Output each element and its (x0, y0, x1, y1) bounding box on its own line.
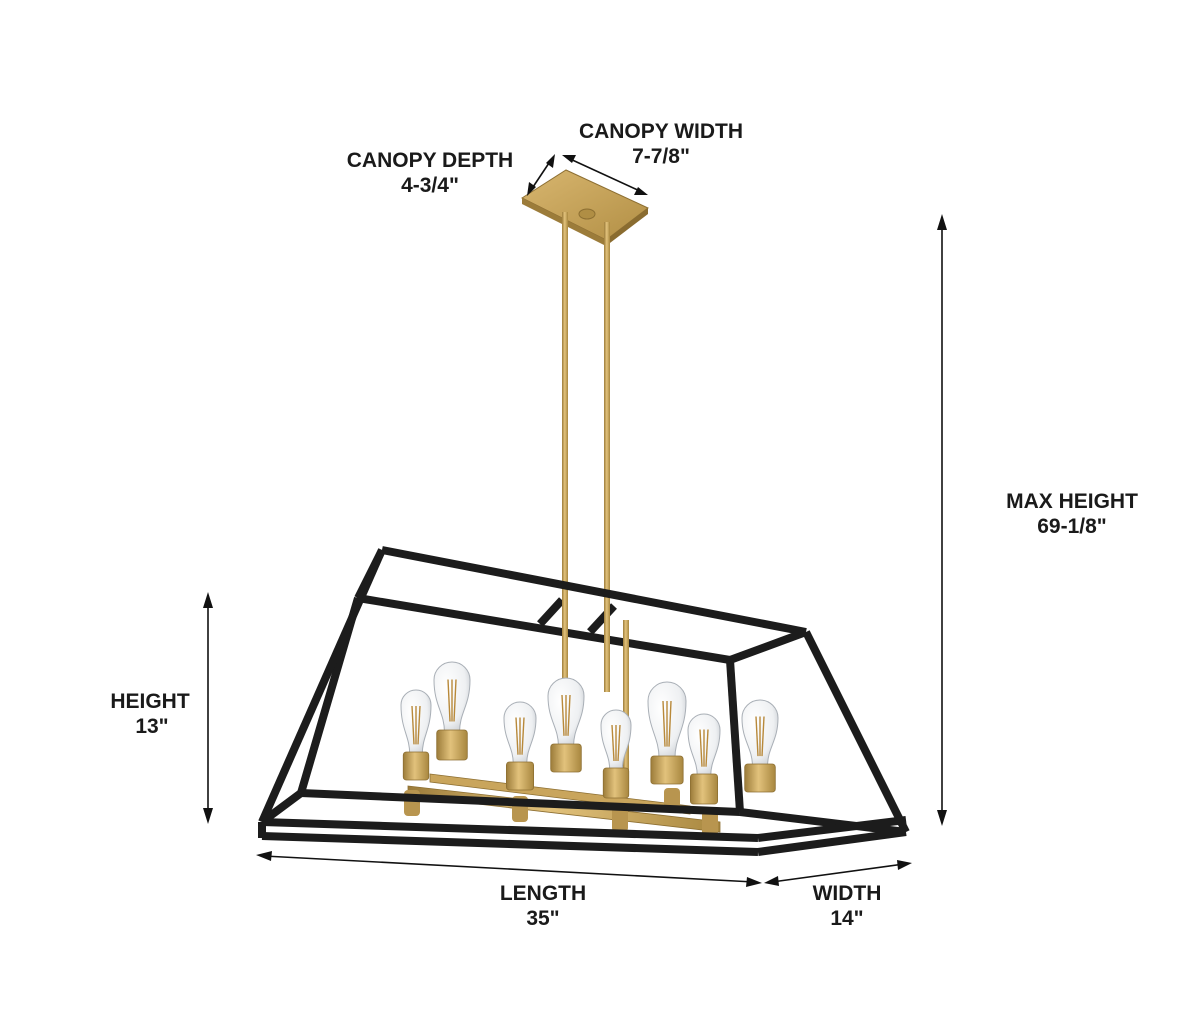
bulb-socket (744, 763, 776, 793)
bulb (400, 689, 432, 781)
bulb (433, 661, 471, 761)
bulb-filament (411, 705, 415, 745)
bulbs (400, 661, 779, 805)
bulb-filament (617, 724, 621, 762)
bulb-filament (662, 700, 666, 747)
bulb-socket (436, 729, 468, 761)
height-value: 13" (135, 715, 168, 738)
bulb (647, 681, 687, 785)
bulb (600, 709, 632, 799)
bulb (741, 699, 779, 793)
bulb-filament (453, 679, 457, 722)
lantern-frame-front (258, 546, 910, 856)
bulb-filament (417, 705, 421, 745)
bulb (503, 701, 537, 791)
canopy (520, 169, 649, 246)
bulb-filament (561, 694, 565, 736)
canopy-width-label: CANOPY WIDTH (579, 120, 743, 143)
bulb-filament (611, 724, 615, 762)
bulb-filament (447, 679, 451, 722)
bulb-filament (699, 729, 703, 767)
max-height-label: MAX HEIGHT (1006, 490, 1138, 513)
bulb-socket (550, 743, 582, 773)
bulb-socket (650, 755, 684, 785)
bulb (687, 713, 721, 805)
downrods (562, 212, 629, 790)
bulb-filament (705, 729, 709, 767)
length-label: LENGTH (500, 882, 586, 905)
bulb-socket (505, 761, 534, 791)
width-label: WIDTH (813, 882, 882, 905)
bulb-filament (521, 717, 525, 755)
length-arrow (256, 851, 762, 887)
bulb-socket (402, 751, 430, 781)
dimension-lines (203, 154, 947, 887)
canopy-width-arrow (562, 155, 648, 195)
bulb-filament (668, 700, 672, 747)
length-value: 35" (526, 907, 559, 930)
max-height-arrow (937, 214, 947, 826)
height-label: HEIGHT (110, 690, 190, 713)
canopy-depth-value: 4-3/4" (401, 174, 459, 197)
bulb (547, 677, 585, 773)
width-value: 14" (830, 907, 863, 930)
width-arrow (764, 860, 912, 886)
max-height-value: 69-1/8" (1037, 515, 1107, 538)
canopy-depth-arrow (527, 154, 555, 196)
bulb-socket (602, 767, 630, 799)
bulb-filament (515, 717, 519, 755)
bulb-filament (761, 716, 765, 757)
bulb-filament (567, 694, 571, 736)
canopy-width-value: 7-7/8" (632, 145, 690, 168)
height-arrow (203, 592, 213, 824)
bulb-filament (755, 716, 759, 757)
canopy-depth-label: CANOPY DEPTH (347, 149, 513, 172)
bulb-socket (690, 773, 719, 805)
dimension-labels: CANOPY DEPTH 4-3/4" CANOPY WIDTH 7-7/8" … (110, 120, 1138, 930)
